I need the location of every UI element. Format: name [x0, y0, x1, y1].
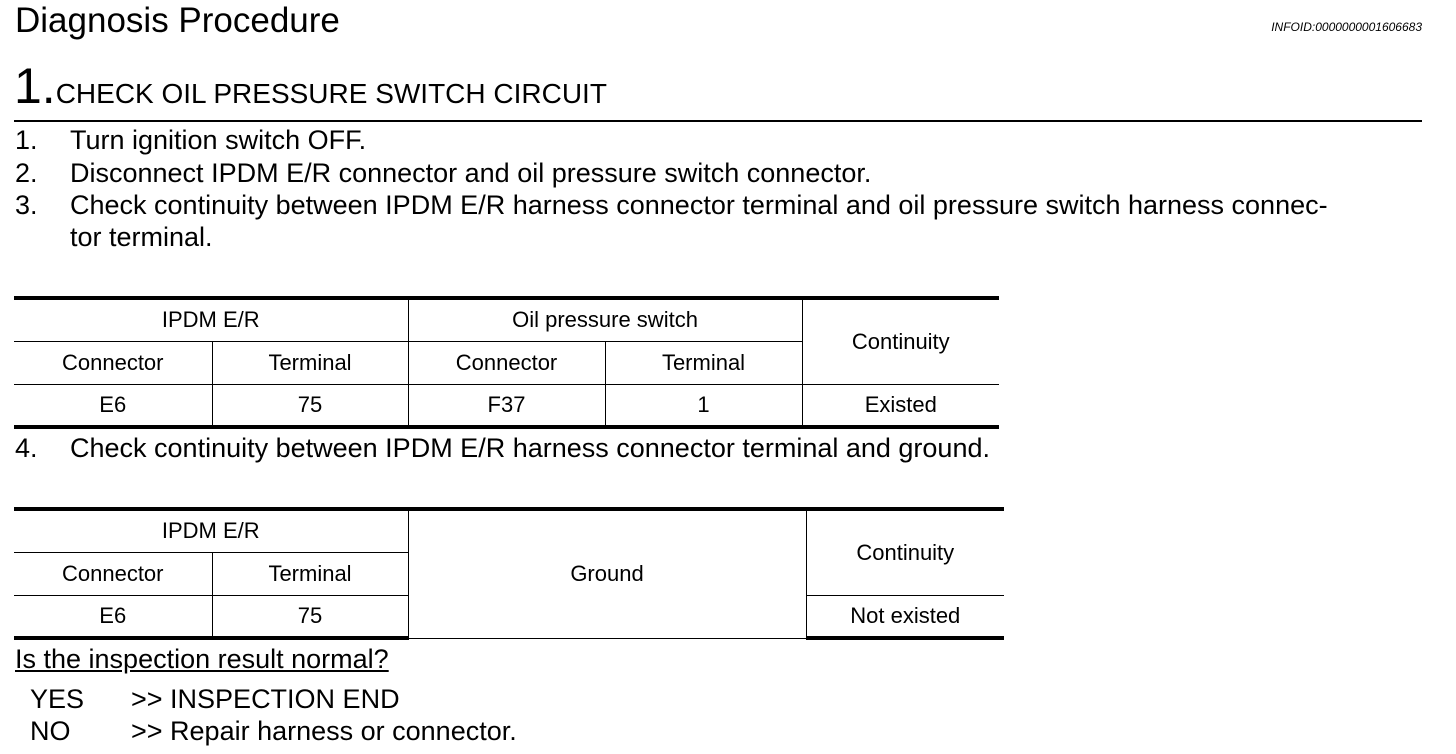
cell-ipdm-connector: E6: [14, 594, 213, 640]
cell-ipdm-connector: E6: [14, 383, 213, 429]
answer-value: >> Repair harness or connector.: [131, 716, 517, 746]
list-item-number: 2.: [15, 158, 38, 188]
header-terminal: Terminal: [604, 340, 803, 385]
header-terminal: Terminal: [211, 551, 409, 596]
header-ground: Ground: [407, 507, 807, 639]
inspection-question: Is the inspection result normal?: [15, 644, 389, 674]
step-header: 1.CHECK OIL PRESSURE SWITCH CIRCUIT: [14, 58, 1422, 122]
answer-key: YES: [30, 684, 85, 714]
list-item-number: 4.: [15, 433, 38, 463]
cell-switch-terminal: 1: [604, 383, 803, 429]
answer-key: NO: [30, 716, 71, 746]
answer-value: >> INSPECTION END: [131, 684, 400, 714]
table-header-row: IPDM E/R Oil pressure switch Continuity: [14, 296, 1000, 385]
step-title: CHECK OIL PRESSURE SWITCH CIRCUIT: [55, 78, 607, 109]
header-connector: Connector: [407, 340, 606, 385]
cell-continuity: Existed: [801, 383, 1000, 429]
header-terminal: Terminal: [211, 340, 409, 385]
list-item-text: Disconnect IPDM E/R connector and oil pr…: [70, 158, 872, 188]
page-title: Diagnosis Procedure: [15, 1, 340, 40]
header-connector: Connector: [14, 551, 213, 596]
info-id: INFOID:0000000001606683: [1271, 20, 1422, 34]
table-row: E6 75 Not existed: [14, 594, 1005, 640]
list-item-text: Turn ignition switch OFF.: [70, 125, 367, 155]
header-ipdm-er: IPDM E/R: [14, 507, 409, 553]
header-ipdm-er: IPDM E/R: [14, 296, 409, 342]
cell-ipdm-terminal: 75: [211, 383, 409, 429]
step-number: 1.: [14, 58, 56, 114]
header-oil-pressure-switch: Oil pressure switch: [407, 296, 803, 342]
table-header-row: IPDM E/R Ground Continuity: [14, 507, 1005, 639]
header-continuity: Continuity: [805, 507, 1005, 596]
header-continuity: Continuity: [801, 296, 1000, 385]
list-item-text: Check continuity between IPDM E/R harnes…: [70, 190, 1328, 220]
list-item-text-continued: tor terminal.: [70, 222, 213, 252]
list-item-text: Check continuity between IPDM E/R harnes…: [70, 433, 990, 463]
continuity-table-switch: IPDM E/R Oil pressure switch Continuity …: [14, 296, 1000, 429]
table-subheader-row: Connector Terminal: [14, 551, 1004, 596]
cell-continuity: Not existed: [805, 594, 1005, 640]
cell-ipdm-terminal: 75: [211, 594, 409, 640]
cell-switch-connector: F37: [407, 383, 606, 429]
table-subheader-row: Connector Terminal Connector Terminal: [14, 340, 999, 385]
list-item-number: 1.: [15, 125, 38, 155]
header-connector: Connector: [14, 340, 213, 385]
list-item-number: 3.: [15, 190, 38, 220]
continuity-table-ground: IPDM E/R Ground Continuity Connector Ter…: [14, 507, 1005, 640]
table-row: E6 75 F37 1 Existed: [14, 383, 1000, 429]
